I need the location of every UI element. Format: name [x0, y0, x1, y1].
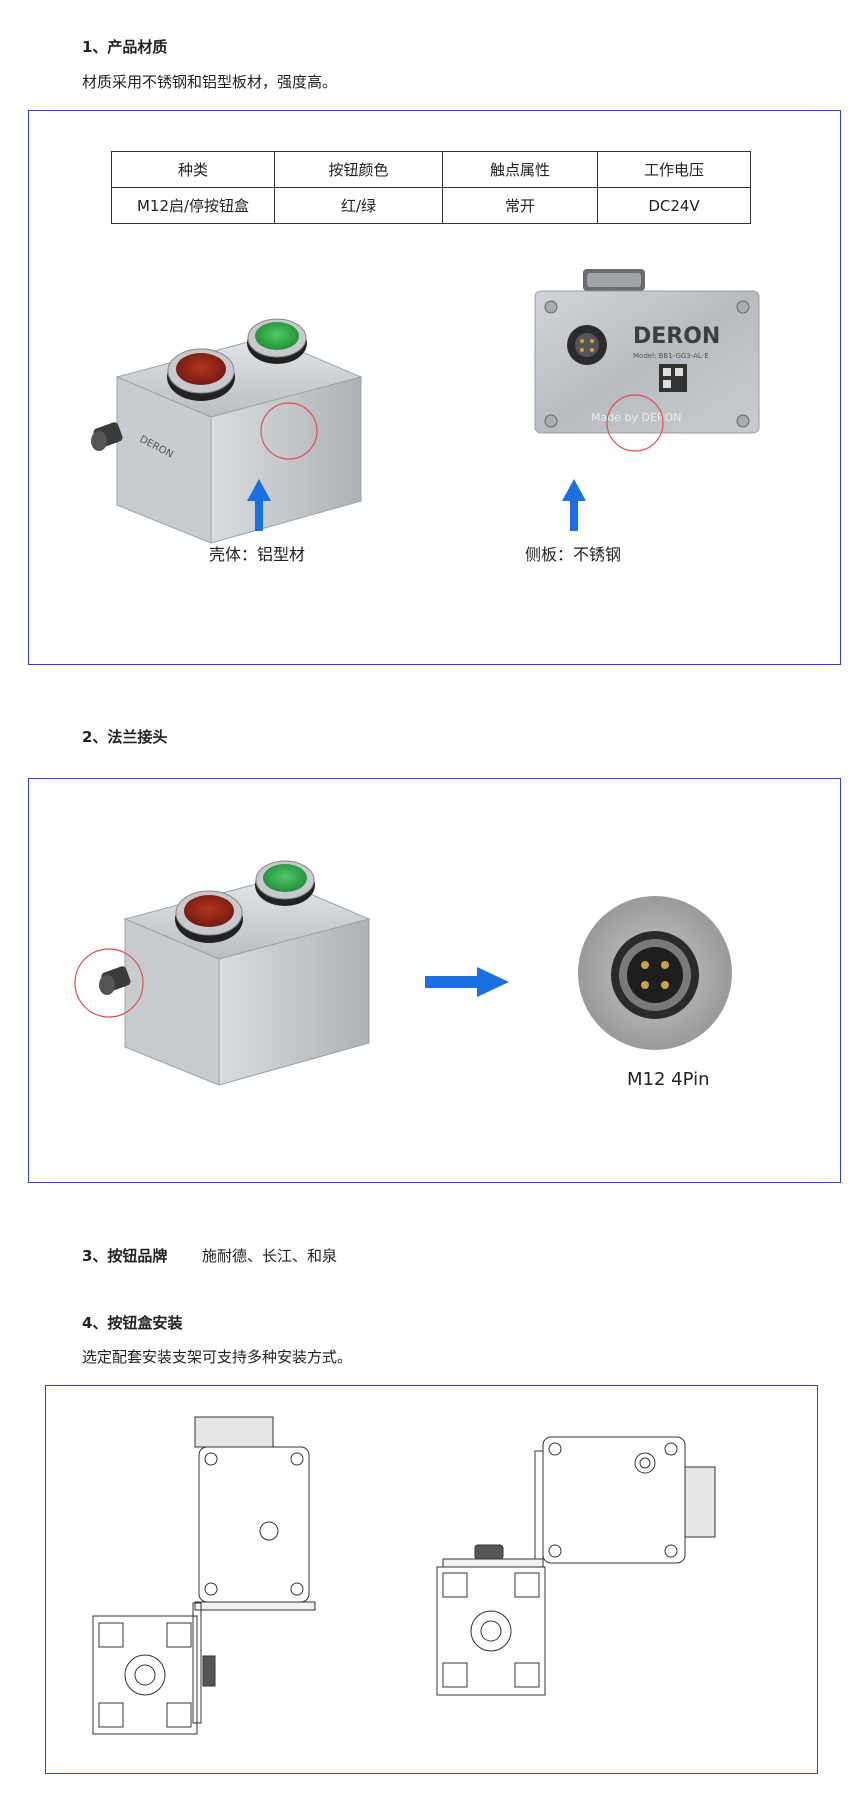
up-arrow-icon [247, 479, 271, 531]
right-arrow-icon [425, 967, 509, 997]
up-arrow-icon [562, 479, 586, 531]
highlight-circle-icon [606, 394, 664, 452]
button-brands: 施耐德、长江、和泉 [202, 1247, 338, 1265]
table-header-cell: 种类 [111, 151, 275, 188]
panel-model-marking: Model: BB1-GG3-AL-E [633, 352, 709, 360]
red-button-icon [176, 353, 226, 385]
material-panel: 种类 按钮颜色 触点属性 工作电压 M12启/停按钮盒 红/绿 常开 DC24V… [28, 110, 841, 665]
red-button-icon [184, 895, 234, 927]
table-row: M12启/停按钮盒 红/绿 常开 DC24V [111, 187, 751, 224]
section2-heading: 2、法兰接头 [82, 728, 168, 746]
side-plate-label: 侧板：不锈钢 [525, 545, 622, 564]
side-panel-image: DERON Model: BB1-GG3-AL-E Made by DERON [534, 269, 760, 452]
connector-label: M12 4Pin [627, 1069, 710, 1090]
green-button-icon [255, 322, 299, 350]
m12-connector-closeup-image [578, 896, 732, 1050]
green-button-icon [263, 864, 307, 892]
panel-brand-logo: DERON [633, 324, 720, 349]
table-cell: M12启/停按钮盒 [111, 187, 275, 224]
table-cell: DC24V [597, 187, 751, 224]
button-box-image: DERON [91, 318, 363, 544]
highlight-circle-icon [74, 948, 144, 1018]
table-header-cell: 工作电压 [597, 151, 751, 188]
table-cell: 常开 [442, 187, 598, 224]
highlight-circle-icon [260, 402, 318, 460]
section4-heading: 4、按钮盒安装 [82, 1314, 183, 1332]
table-header-row: 种类 按钮颜色 触点属性 工作电压 [111, 151, 751, 188]
section3-heading: 3、按钮品牌 [82, 1247, 168, 1265]
table-header-cell: 触点属性 [442, 151, 598, 188]
section1-description: 材质采用不锈钢和铝型板材，强度高。 [82, 73, 338, 91]
section1-heading: 1、产品材质 [82, 38, 168, 56]
panel-made-by-marking: Made by DERON [591, 411, 681, 424]
table-header-cell: 按钮颜色 [274, 151, 443, 188]
installation-panel [45, 1385, 818, 1774]
button-box-image [74, 860, 371, 1086]
mounting-drawing-left [92, 1416, 316, 1735]
spec-table: 种类 按钮颜色 触点属性 工作电压 M12启/停按钮盒 红/绿 常开 DC24V [111, 151, 751, 224]
table-cell: 红/绿 [274, 187, 443, 224]
housing-label: 壳体：铝型材 [209, 545, 306, 564]
mounting-drawing-right [436, 1436, 716, 1696]
flange-panel: M12 4Pin [28, 778, 841, 1183]
section4-description: 选定配套安装支架可支持多种安装方式。 [82, 1348, 353, 1366]
